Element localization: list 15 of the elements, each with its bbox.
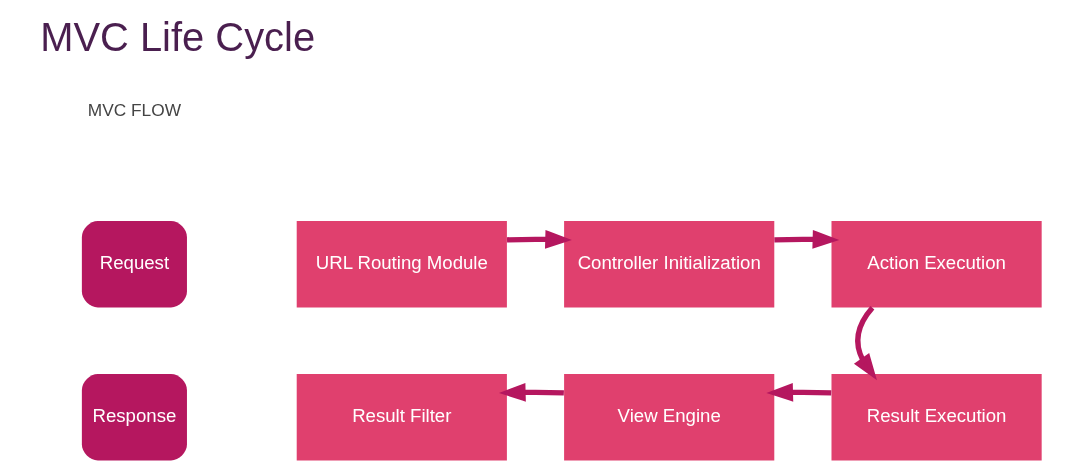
label: MVC FLOW — [87, 99, 181, 120]
diagram-title: MVC Life Cycle — [39, 14, 315, 59]
arrow — [765, 383, 831, 402]
node-box: View Engine — [563, 374, 774, 461]
node-box: Result Execution — [831, 374, 1042, 461]
arrow — [506, 230, 572, 249]
arrow — [853, 306, 877, 381]
arrow — [773, 230, 839, 249]
node-box: URL Routing Module — [296, 221, 507, 308]
node-box: Response — [81, 374, 187, 461]
node-box: Result Filter — [296, 374, 507, 461]
node-box: Action Execution — [831, 221, 1042, 308]
node-box: Controller Initialization — [563, 221, 774, 308]
arrow — [498, 383, 564, 402]
node-box: Request — [81, 221, 187, 308]
